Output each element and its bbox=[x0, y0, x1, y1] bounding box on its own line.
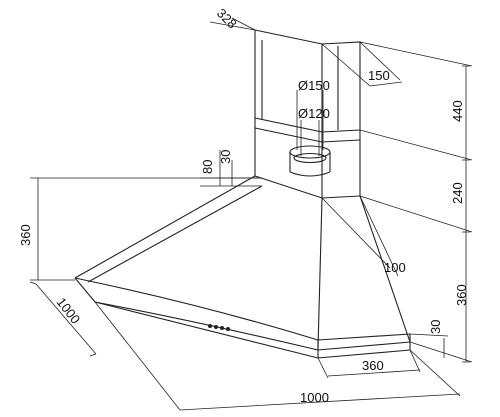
dim-front-width: 360 bbox=[362, 358, 384, 373]
chimney bbox=[254, 29, 361, 198]
duct-collar bbox=[289, 90, 331, 177]
dim-height-mid: 240 bbox=[450, 182, 465, 204]
canopy bbox=[74, 175, 411, 359]
dim-left-height: 360 bbox=[18, 224, 33, 246]
dimension-lines bbox=[29, 17, 473, 411]
dim-chimney-depth: 328 bbox=[214, 6, 240, 32]
dim-chimney-width: 150 bbox=[368, 68, 390, 83]
dim-height-upper: 440 bbox=[450, 100, 465, 122]
dim-total-width: 1000 bbox=[300, 390, 329, 405]
dim-front-thickness: 30 bbox=[428, 320, 443, 334]
dim-outer-diameter: Ø150 bbox=[298, 78, 330, 93]
dim-left-offset-80: 80 bbox=[200, 160, 215, 174]
dim-inner-diameter: Ø120 bbox=[298, 106, 330, 121]
dim-left-offset-30: 30 bbox=[218, 150, 233, 164]
dim-height-lower: 360 bbox=[454, 284, 469, 306]
dim-left-depth: 1000 bbox=[54, 295, 84, 327]
dim-corner-diag: 100 bbox=[384, 260, 406, 275]
